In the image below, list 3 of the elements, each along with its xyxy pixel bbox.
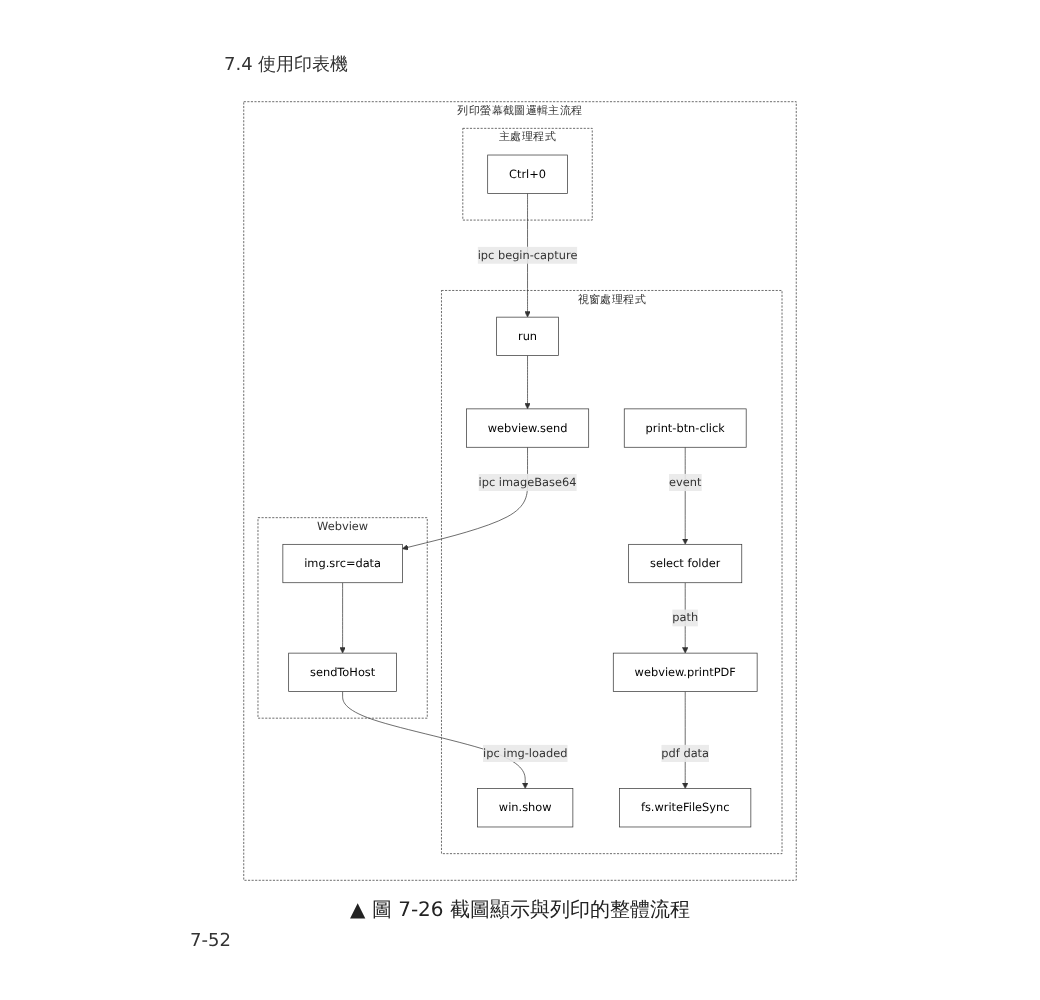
page-number: 7-52 bbox=[190, 932, 231, 952]
section-heading: 7.4 使用印表機 bbox=[224, 53, 349, 78]
figure-caption: ▲ 圖 7-26 截圖顯示與列印的整體流程 bbox=[348, 897, 692, 924]
